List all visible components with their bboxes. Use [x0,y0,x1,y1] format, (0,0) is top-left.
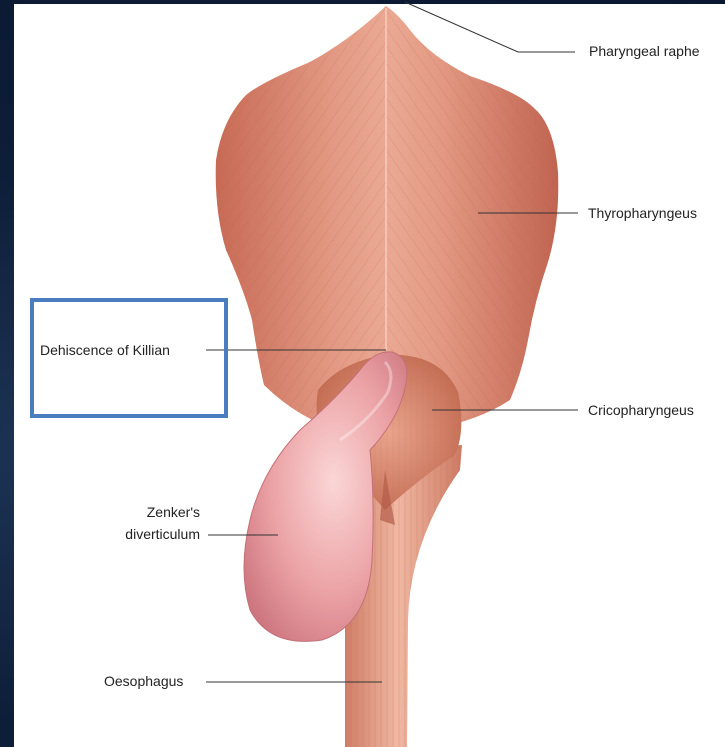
label-dehiscence-of-killian: Dehiscence of Killian [40,342,170,359]
label-pharyngeal-raphe: Pharyngeal raphe [589,43,700,60]
pharyngeal-raphe-leader [405,2,575,52]
label-zenkers: Zenker's [100,504,200,521]
label-diverticulum: diverticulum [100,526,200,543]
label-cricopharyngeus: Cricopharyngeus [588,402,694,419]
label-oesophagus: Oesophagus [104,673,183,690]
label-thyropharyngeus: Thyropharyngeus [588,205,697,222]
